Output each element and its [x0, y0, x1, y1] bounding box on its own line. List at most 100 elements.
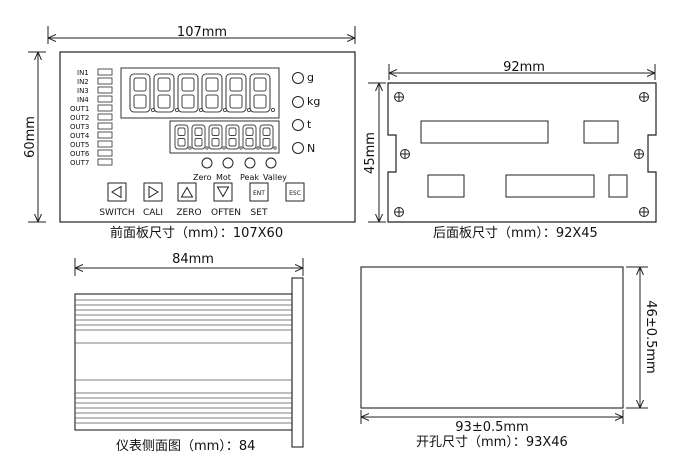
unit-led — [292, 96, 304, 108]
input-label: IN3 — [77, 87, 89, 95]
display-digit — [177, 73, 204, 113]
screw-icon — [634, 149, 644, 159]
zero-key[interactable]: ZERO — [176, 182, 202, 218]
display-digit — [259, 124, 277, 150]
switch-key[interactable]: SWITCH — [99, 182, 135, 218]
ent-key[interactable]: ENT SET — [249, 182, 269, 218]
unit-label-kg: kg — [307, 95, 320, 108]
output-led — [97, 104, 113, 112]
output-label: OUT4 — [70, 132, 90, 140]
ent-key-glyph: ENT — [253, 190, 265, 197]
display-digit — [129, 73, 156, 113]
unit-led — [292, 142, 304, 154]
input-led — [97, 95, 113, 103]
unit-label-n: N — [307, 142, 315, 155]
key-label: SET — [251, 208, 268, 218]
rear-width-label: 92mm — [503, 60, 545, 75]
rear-panel-outline — [387, 82, 657, 223]
main-display-digits — [129, 73, 276, 113]
esc-key[interactable]: ESC — [285, 182, 305, 202]
cutout-outline — [360, 266, 624, 409]
side-housing — [74, 293, 293, 431]
status-indicators: Zero Mot Peak Valley — [193, 157, 287, 182]
output-indicators: OUT1 OUT2 OUT3 OUT4 OUT5 OUT6 OUT7 — [70, 104, 113, 167]
unit-label-t: t — [307, 118, 312, 131]
esc-key-glyph: ESC — [289, 190, 301, 197]
output-led — [97, 113, 113, 121]
side-view: 84mm 仪表侧面图（mm）：84 — [74, 252, 304, 454]
status-led — [244, 157, 256, 169]
front-panel-outline — [59, 51, 356, 223]
front-width-label: 107mm — [177, 25, 227, 40]
display-digit — [249, 73, 276, 113]
screw-icon — [394, 92, 404, 102]
rear-terminal-slot — [583, 120, 619, 144]
display-digit — [153, 73, 180, 113]
rear-panel-view: 92mm 45mm 后面板尺寸（mm）：92X45 — [363, 60, 657, 241]
main-display-window — [120, 67, 280, 119]
status-label-valley: Valley — [263, 173, 287, 182]
side-front-bezel — [291, 277, 304, 448]
down-arrow-icon — [216, 186, 230, 198]
input-led — [97, 86, 113, 94]
input-label: IN4 — [77, 96, 89, 104]
output-label: OUT2 — [70, 114, 89, 122]
input-label: IN1 — [77, 69, 89, 77]
unit-indicators: g kg t N — [292, 71, 320, 155]
screw-icon — [394, 207, 404, 217]
cutout-height-label: 46±0.5mm — [643, 300, 658, 373]
output-label: OUT1 — [70, 105, 89, 113]
display-digit — [225, 124, 243, 150]
side-view-caption: 仪表侧面图（mm）：84 — [116, 439, 255, 454]
input-label: IN2 — [77, 78, 89, 86]
display-digit — [191, 124, 209, 150]
display-digit — [174, 124, 192, 150]
screw-icon — [639, 207, 649, 217]
side-rib-lines — [75, 299, 292, 424]
secondary-display-window — [169, 120, 280, 154]
output-label: OUT5 — [70, 141, 89, 149]
cutout-view: 93±0.5mm 46±0.5mm 开孔尺寸（mm）：93X46 — [360, 266, 658, 450]
screw-icon — [639, 92, 649, 102]
key-label: ZERO — [176, 208, 201, 218]
front-panel-view: 107mm 60mm IN1 IN2 IN3 IN4 OUT1 OUT2 OUT… — [23, 25, 356, 241]
key-label: OFTEN — [211, 208, 241, 218]
cutout-caption: 开孔尺寸（mm）：93X46 — [416, 435, 568, 450]
rear-terminal-slot — [420, 120, 549, 144]
secondary-display-digits — [174, 124, 277, 150]
status-label-mot: Mot — [216, 173, 231, 182]
output-label: OUT3 — [70, 123, 89, 131]
left-arrow-icon — [111, 185, 122, 199]
often-key[interactable]: OFTEN — [211, 182, 241, 218]
rear-height-label: 45mm — [363, 132, 378, 174]
output-led — [97, 131, 113, 139]
unit-led — [292, 72, 304, 84]
output-label: OUT6 — [70, 150, 90, 158]
key-label: CALI — [143, 208, 163, 218]
output-label: OUT7 — [70, 159, 89, 167]
rear-terminal-slot — [608, 174, 628, 198]
unit-led — [292, 119, 304, 131]
output-led — [97, 140, 113, 148]
keypad: SWITCH CALI ZERO OFTEN ENT SET — [99, 182, 305, 218]
output-led — [97, 149, 113, 157]
status-led — [222, 157, 234, 169]
side-width-label: 84mm — [172, 252, 214, 267]
input-indicators: IN1 IN2 IN3 IN4 — [77, 68, 113, 104]
status-led — [201, 157, 213, 169]
front-height-label: 60mm — [23, 116, 38, 158]
rear-terminal-slot — [427, 174, 465, 198]
cali-key[interactable]: CALI — [143, 182, 163, 218]
cutout-width-label: 93±0.5mm — [455, 420, 528, 435]
display-digit — [208, 124, 226, 150]
display-digit — [242, 124, 260, 150]
output-led — [97, 122, 113, 130]
rear-panel-caption: 后面板尺寸（mm）：92X45 — [433, 226, 598, 241]
input-led — [97, 68, 113, 76]
status-led — [265, 157, 277, 169]
input-led — [97, 77, 113, 85]
display-digit — [225, 73, 252, 113]
key-label: SWITCH — [99, 208, 134, 218]
up-arrow-icon — [180, 186, 194, 198]
